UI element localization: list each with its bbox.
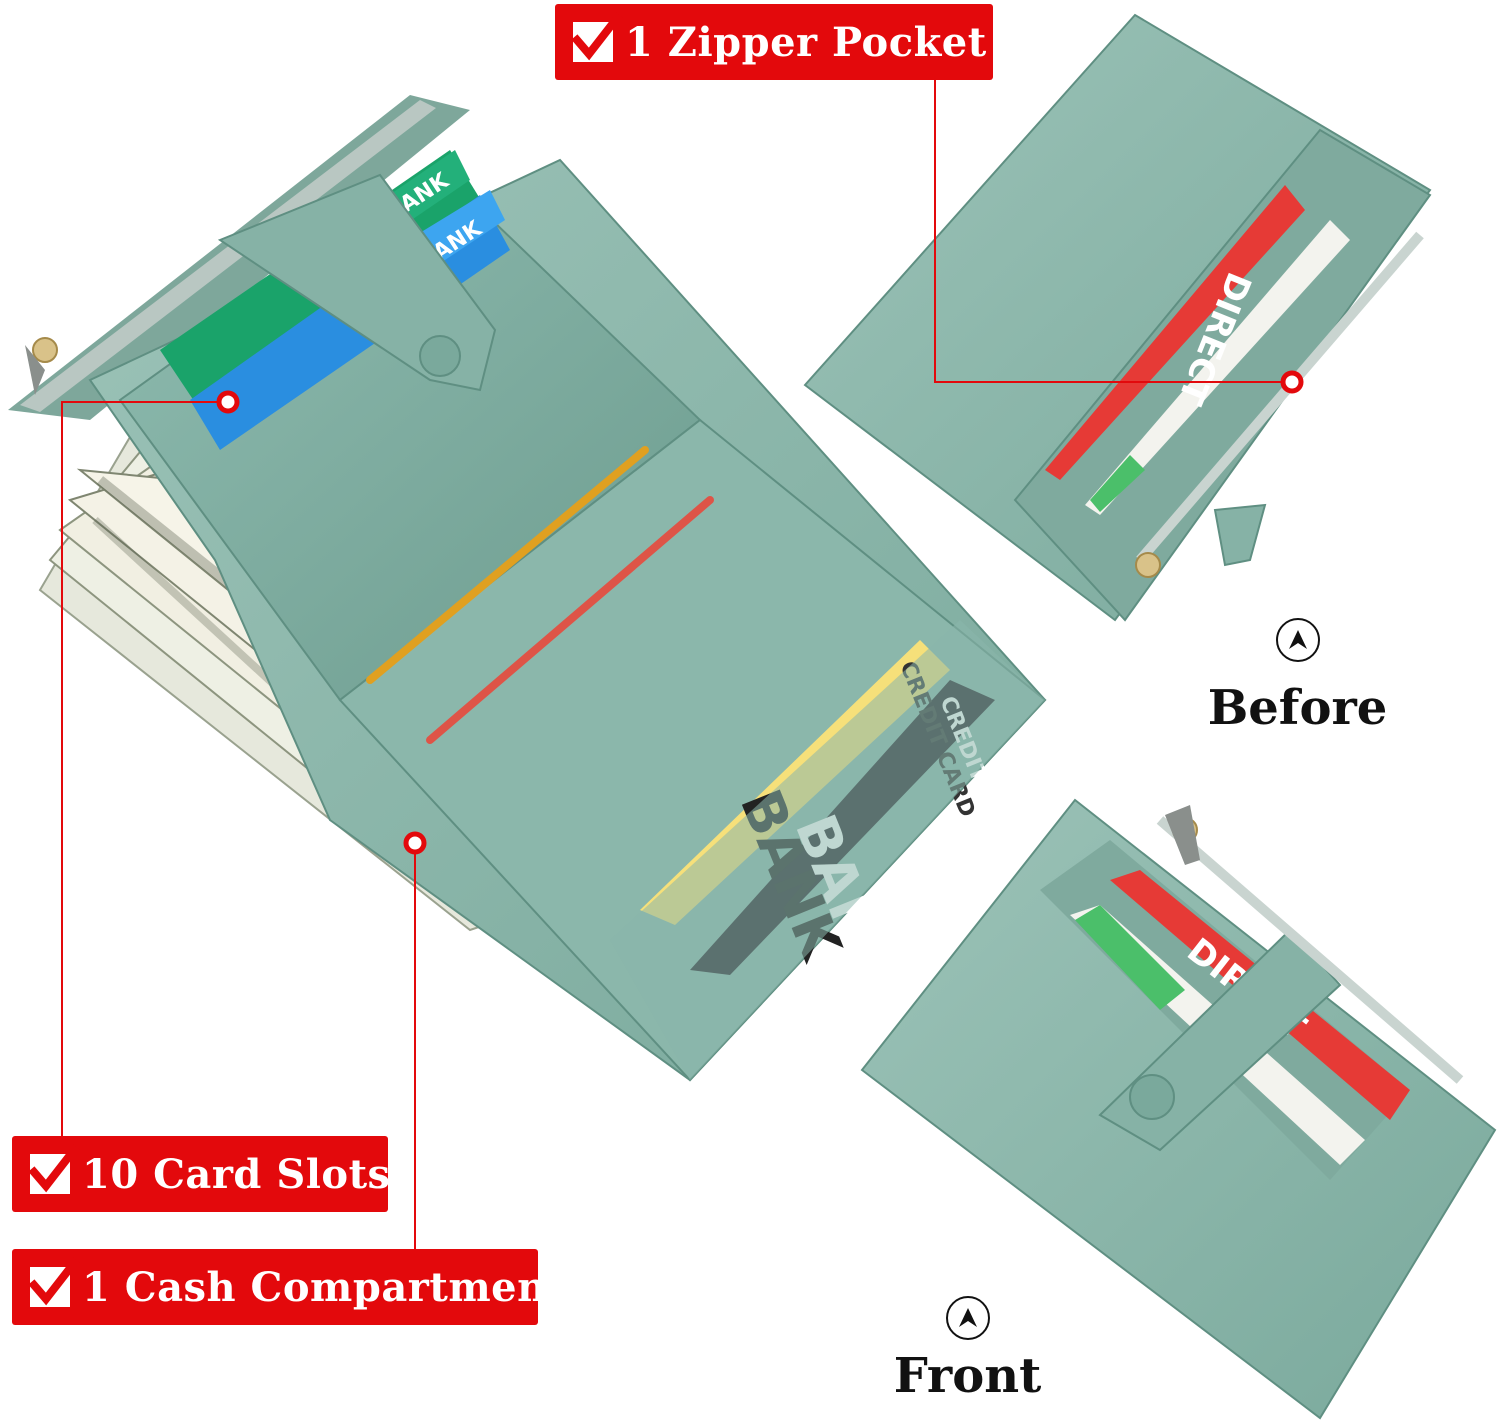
zipper-pocket-marker bbox=[1280, 370, 1304, 394]
front-label: Front bbox=[893, 1348, 1042, 1404]
cash-compartment-marker bbox=[403, 831, 427, 855]
zipper-pocket-label: 1 Zipper Pocket bbox=[625, 18, 987, 66]
cash-compartment-label: 1 Cash Compartment bbox=[82, 1263, 566, 1311]
snap-button bbox=[419, 335, 461, 377]
checkmark-icon bbox=[571, 12, 623, 62]
checkmark-icon bbox=[28, 1144, 80, 1194]
zipper-pull-front bbox=[1165, 805, 1200, 865]
card-slots-leader bbox=[61, 401, 228, 1137]
card-slots-label: 10 Card Slots bbox=[82, 1150, 391, 1198]
card-red-before bbox=[1045, 185, 1305, 480]
navigation-arrow-icon bbox=[945, 1296, 990, 1340]
zipper-pocket-callout: 1 Zipper Pocket bbox=[555, 4, 993, 80]
zipper-track bbox=[20, 100, 436, 412]
card-white-before bbox=[1085, 220, 1350, 515]
front-snap-button bbox=[1129, 1074, 1175, 1120]
before-view-marker: Before bbox=[1205, 618, 1390, 736]
navigation-arrow-icon bbox=[1275, 618, 1320, 662]
snap-strap bbox=[217, 173, 497, 392]
card-slots-callout: 10 Card Slots bbox=[12, 1136, 391, 1212]
front-view-marker: Front bbox=[875, 1296, 1060, 1404]
callout-markers bbox=[216, 370, 1304, 855]
checkmark-icon bbox=[28, 1257, 80, 1307]
wallet-before-view: DIRECT bbox=[803, 13, 1432, 622]
wallet-front-view: DIRECT bbox=[860, 798, 1497, 1420]
zipper-pull-before bbox=[1135, 503, 1267, 578]
zipper-pull-left bbox=[25, 337, 58, 395]
cash-compartment-callout: 1 Cash Compartment bbox=[12, 1249, 565, 1325]
before-label: Before bbox=[1207, 680, 1388, 736]
card-slots-marker bbox=[216, 390, 240, 414]
zipper-pocket-leader bbox=[934, 80, 1292, 383]
callout-leader-lines bbox=[61, 80, 1292, 1250]
open-wallet: BANK BANK CREDIT CARD CREDIT CARD BANK B… bbox=[8, 95, 1047, 1082]
